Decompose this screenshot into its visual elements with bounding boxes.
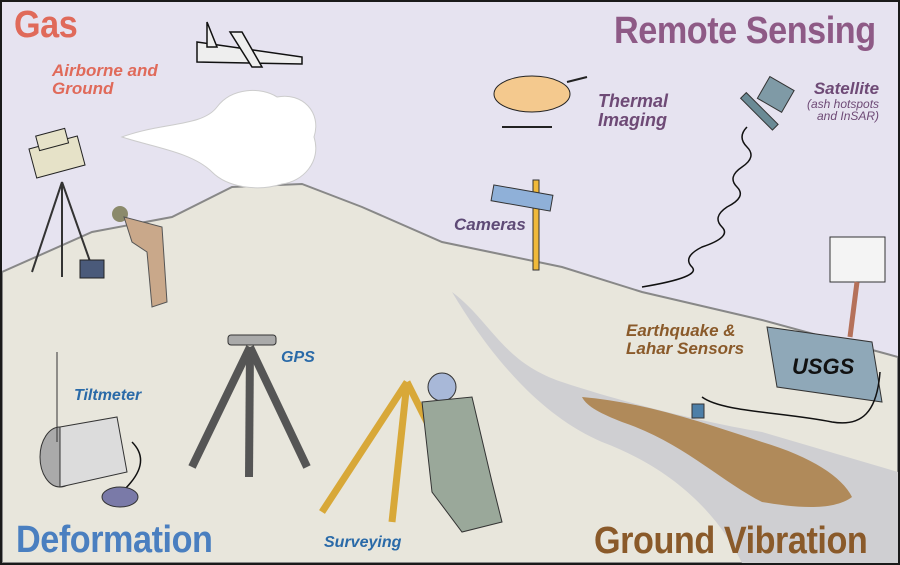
usgs-logo: USGS xyxy=(792,354,855,379)
label-line: Satellite xyxy=(813,79,880,98)
category-title-remote-sensing: Remote Sensing xyxy=(614,10,876,52)
label-subline: (ash hotspots xyxy=(807,96,880,111)
label-earthquake-lahar: Earthquake & Lahar Sensors xyxy=(626,322,744,358)
surveyor-icon xyxy=(319,372,503,533)
label-airborne-ground: Airborne and Ground xyxy=(52,62,158,98)
lahar-flow xyxy=(582,397,852,507)
label-gps: GPS xyxy=(281,349,315,366)
label-line: Thermal xyxy=(598,91,669,111)
satellite-icon xyxy=(641,75,795,288)
label-line: Ground xyxy=(52,78,114,98)
label-line: Earthquake & xyxy=(626,321,736,340)
category-title-deformation: Deformation xyxy=(16,519,213,561)
camera-pole-icon xyxy=(490,179,554,271)
label-subline: and InSAR) xyxy=(817,109,880,124)
category-title-ground-vibration: Ground Vibration xyxy=(594,520,868,562)
label-line: Lahar Sensors xyxy=(626,338,745,358)
gas-spectrometer-icon xyxy=(28,127,93,277)
label-cameras: Cameras xyxy=(454,215,526,234)
label-line: Imaging xyxy=(598,109,668,130)
label-surveying: Surveying xyxy=(324,534,402,551)
gas-scientist-icon xyxy=(79,206,168,308)
gps-tripod-icon xyxy=(188,334,311,478)
tiltmeter-icon xyxy=(39,352,142,508)
helicopter-icon xyxy=(493,75,588,128)
label-line: Airborne and xyxy=(52,61,158,80)
label-satellite: Satellite (ash hotspots and InSAR) xyxy=(807,80,879,123)
gas-plume xyxy=(120,89,317,189)
airplane-icon xyxy=(196,21,303,68)
label-tiltmeter: Tiltmeter xyxy=(74,387,142,404)
category-title-gas: Gas xyxy=(14,4,78,46)
seismic-station-icon: USGS xyxy=(691,236,886,424)
label-thermal-imaging: Thermal Imaging xyxy=(598,92,668,130)
